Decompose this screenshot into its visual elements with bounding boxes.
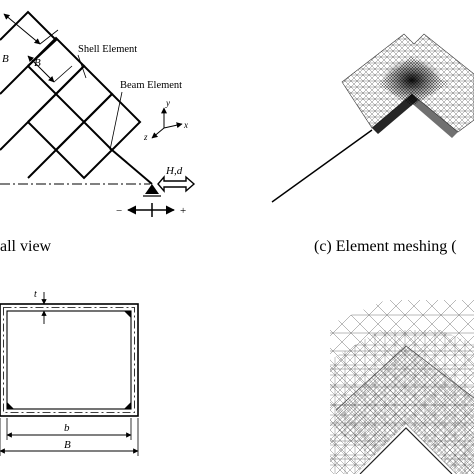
mesh-dense-band — [336, 346, 474, 474]
dim-b-inner-label: B — [34, 57, 41, 69]
panel-c-mesh — [271, 33, 474, 203]
minus-label: − — [116, 205, 122, 217]
shell-element-label: Shell Element — [78, 44, 137, 55]
shell-box-6 — [55, 64, 114, 123]
shell-box-7 — [83, 92, 142, 151]
shell-leader — [77, 54, 87, 79]
axis-y-label: y — [165, 98, 170, 108]
mesh-beam-line — [271, 129, 373, 203]
panel-b-section — [0, 292, 139, 456]
plus-label: + — [180, 205, 186, 217]
beam-line — [111, 149, 153, 185]
support-icon — [145, 184, 159, 194]
load-label: H,d — [165, 165, 183, 177]
shell-boxes — [0, 10, 142, 180]
shell-box-1 — [0, 120, 58, 179]
mesh-dense-corner — [382, 58, 442, 102]
beam-element-label: Beam Element — [120, 80, 182, 91]
panel-a-structure — [0, 10, 196, 217]
dimension-b-outer — [3, 13, 41, 45]
beam-leader — [109, 91, 123, 151]
weld-icon — [124, 402, 131, 409]
width-b-label: b — [64, 422, 70, 434]
caption-element-meshing: (c) Element meshing ( — [314, 238, 457, 255]
dim-b-outer-label: B — [2, 53, 9, 65]
weld-icon — [124, 311, 131, 318]
section-centerline — [3, 307, 135, 413]
caption-overall-view: all view — [0, 238, 52, 255]
thickness-label: t — [34, 289, 37, 300]
shell-box-2 — [27, 92, 86, 151]
axis-z-label: z — [143, 132, 148, 142]
axis-x-label: x — [183, 120, 188, 130]
width-B-label: B — [64, 439, 71, 451]
mesh-void — [356, 424, 456, 474]
section-inner — [6, 310, 132, 410]
shell-box-4 — [0, 64, 58, 123]
section-outer — [0, 303, 139, 417]
panel-d-zoom-mesh — [330, 300, 474, 474]
shell-box-3 — [54, 120, 114, 180]
weld-icon — [7, 402, 14, 409]
axes-icon — [151, 107, 183, 139]
dimension-b-inner — [27, 55, 55, 83]
double-arrow-icon — [157, 175, 196, 193]
